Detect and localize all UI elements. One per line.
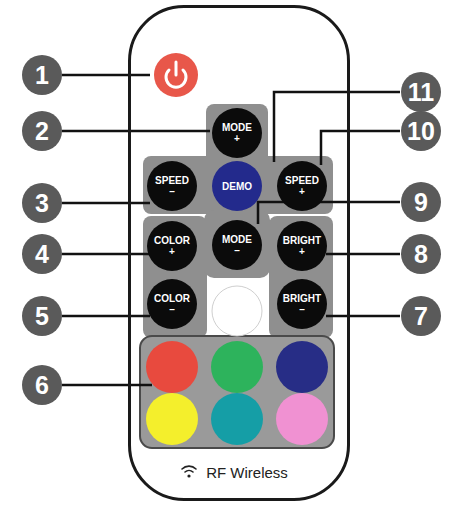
color-panel xyxy=(140,336,334,448)
callout-circle: 11 xyxy=(401,72,441,112)
button-label: MODE + xyxy=(222,122,252,144)
wireless-icon xyxy=(182,466,196,472)
callout-number: 5 xyxy=(35,302,49,331)
callout-number: 9 xyxy=(414,188,428,217)
callout-number: 2 xyxy=(35,117,49,146)
brand-text: RF Wireless xyxy=(206,464,288,481)
callout-circle: 5 xyxy=(22,296,62,336)
power-icon xyxy=(175,62,178,75)
color-down-button: COLOR – xyxy=(147,279,197,329)
callout-number: 7 xyxy=(414,302,428,331)
button-label: SPEED + xyxy=(285,175,319,197)
mode-down-button: MODE – xyxy=(212,220,262,270)
callout-circle: 3 xyxy=(22,183,62,223)
callout-circle: 8 xyxy=(401,234,441,274)
color-button xyxy=(146,341,328,445)
button-label: COLOR – xyxy=(154,293,190,315)
button-label: MODE – xyxy=(222,234,252,256)
button-label: COLOR + xyxy=(154,235,190,257)
button-label: BRIGHT – xyxy=(283,293,321,315)
button-panel xyxy=(143,104,333,338)
button-label: SPEED – xyxy=(155,175,189,197)
callout-number: 11 xyxy=(408,78,434,107)
bright-up-button: BRIGHT + xyxy=(277,221,327,271)
callout-circle: 10 xyxy=(401,111,441,151)
remote-housing: RF Wireless MODE + SPEED – DEMO SPEED + COLOR… xyxy=(128,5,350,501)
callout-number: 1 xyxy=(35,61,49,90)
callout-number: 8 xyxy=(414,240,428,269)
color-up-button: COLOR + xyxy=(147,221,197,271)
mode-up-button: MODE + xyxy=(212,108,262,158)
wireless-icon xyxy=(187,474,190,477)
bright-down-button: BRIGHT – xyxy=(277,279,327,329)
callout-number: 3 xyxy=(35,189,49,218)
button-label: DEMO xyxy=(222,181,252,192)
callout-circle: 4 xyxy=(22,234,62,274)
speed-up-button: SPEED + xyxy=(277,161,327,211)
demo-button: DEMO xyxy=(212,161,262,211)
button-label: BRIGHT + xyxy=(283,235,321,257)
callout-number: 4 xyxy=(35,240,49,269)
power-button xyxy=(154,53,198,97)
callout-number: 10 xyxy=(407,117,435,146)
callout-circle: 6 xyxy=(22,365,62,405)
callout-circle: 9 xyxy=(401,182,441,222)
callout-circle: 2 xyxy=(22,111,62,151)
remote-body xyxy=(129,6,349,499)
callout-circle: 1 xyxy=(22,55,62,95)
white-button xyxy=(212,286,262,336)
callout-circle: 7 xyxy=(401,296,441,336)
speed-down-button: SPEED – xyxy=(147,161,197,211)
callout-number: 6 xyxy=(35,371,49,400)
